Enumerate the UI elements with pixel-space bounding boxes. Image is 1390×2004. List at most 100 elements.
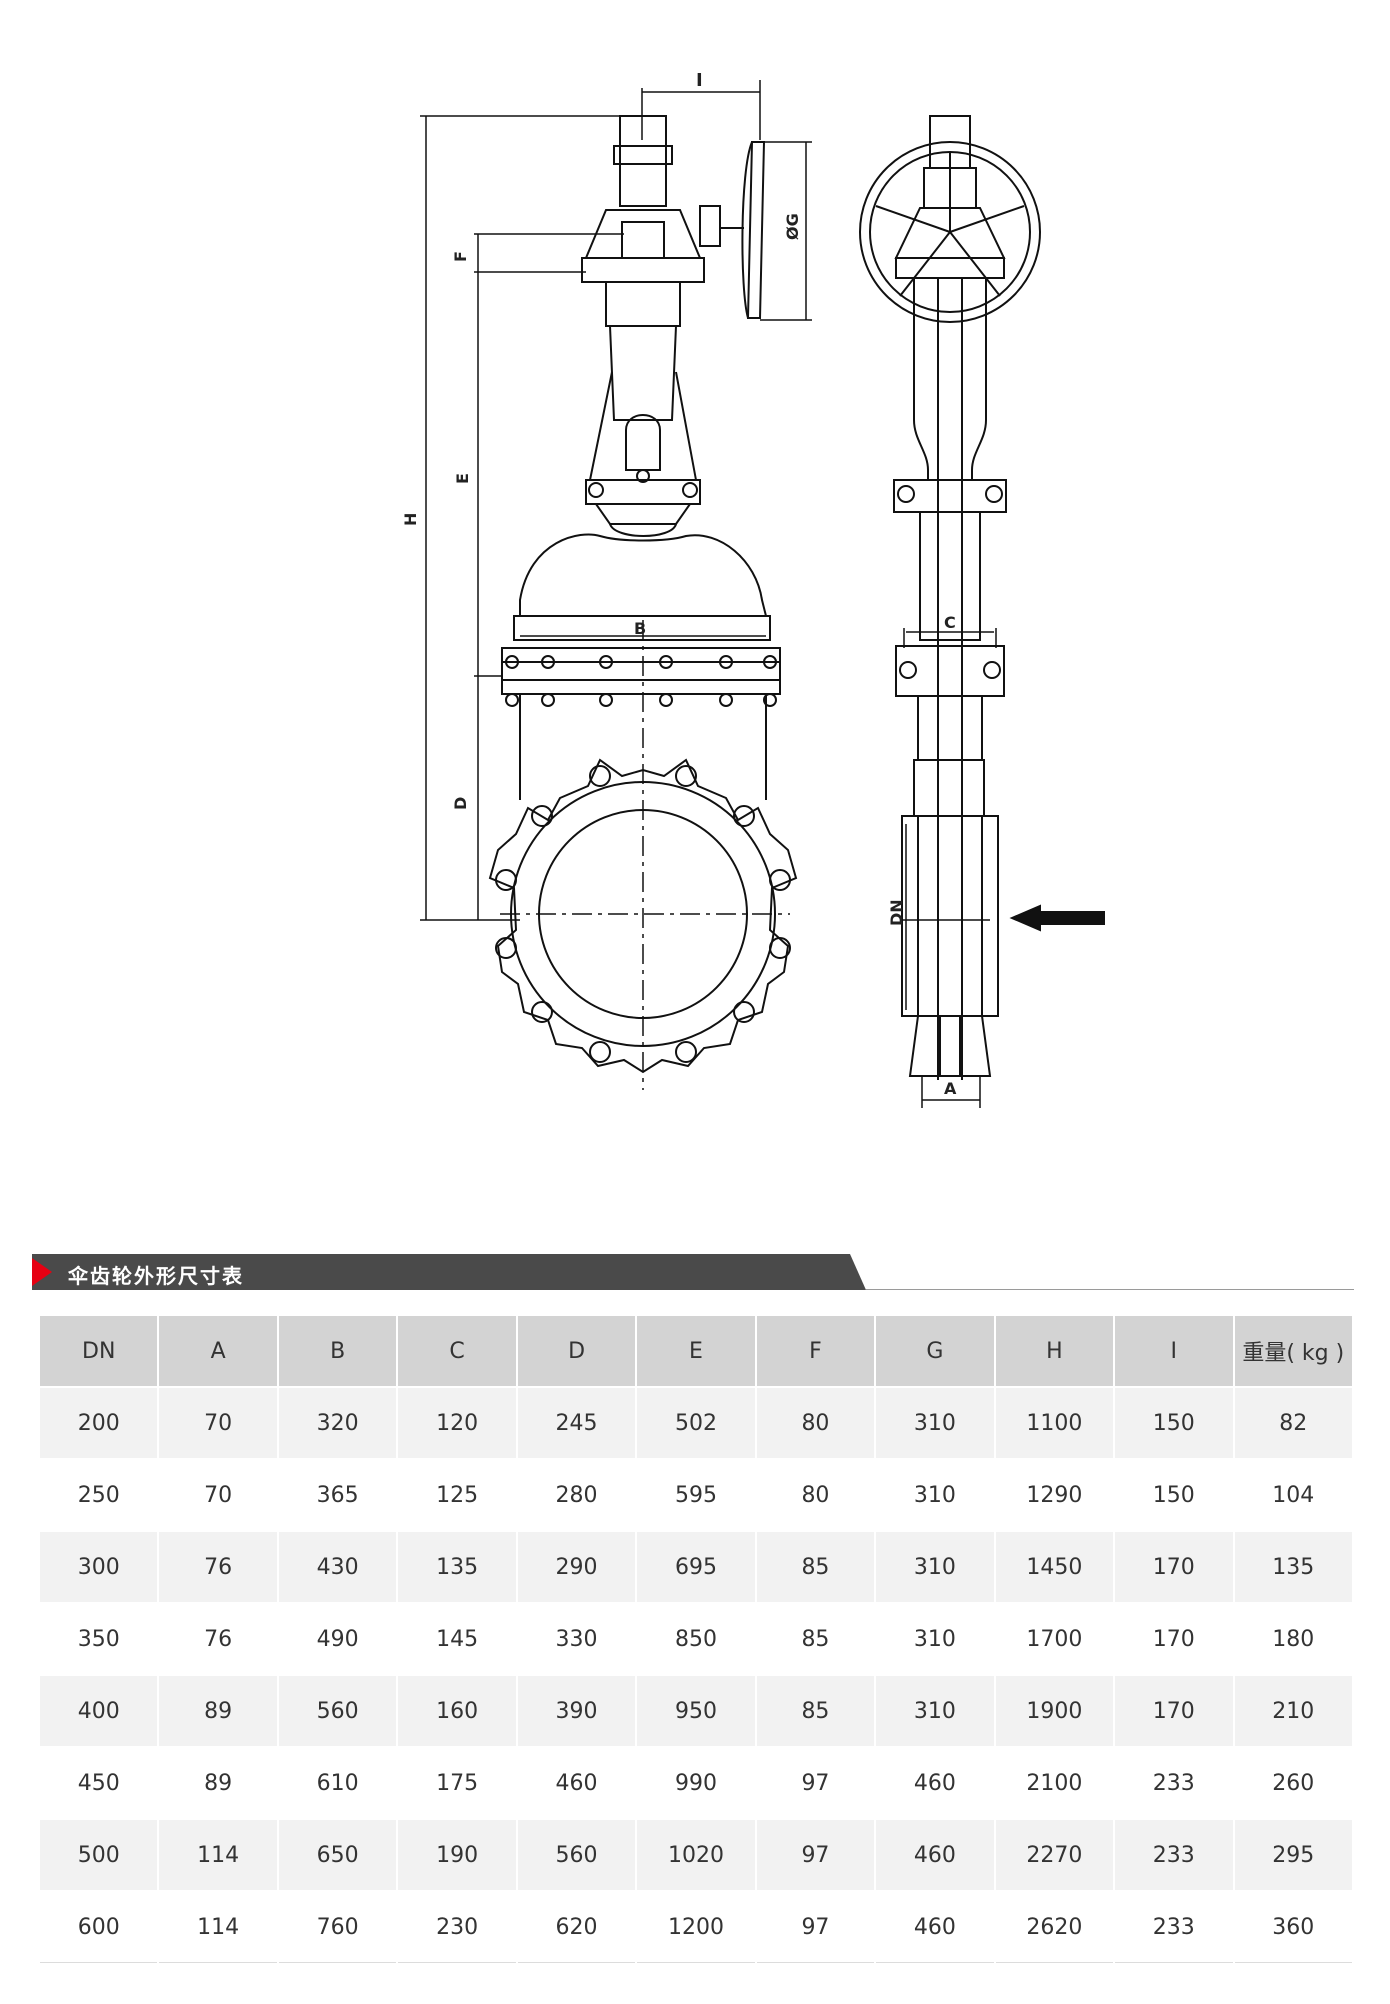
table-cell: 104	[1234, 1460, 1352, 1532]
table-cell: 310	[876, 1604, 994, 1676]
column-header: F	[756, 1316, 875, 1388]
table-cell: 125	[398, 1460, 516, 1532]
table-cell: 2270	[995, 1820, 1114, 1892]
table-cell: 200	[40, 1388, 158, 1460]
table-cell: 170	[1115, 1604, 1233, 1676]
table-cell: 70	[159, 1388, 277, 1460]
table-cell: 300	[40, 1532, 158, 1604]
table-cell: 245	[517, 1388, 636, 1460]
table-cell: 500	[40, 1820, 158, 1892]
table-cell: 610	[278, 1748, 397, 1820]
table-cell: 990	[637, 1748, 755, 1820]
table-cell: 460	[876, 1820, 994, 1892]
table-cell: 620	[517, 1892, 636, 1963]
section-rule	[866, 1289, 1354, 1290]
table-cell: 85	[756, 1676, 875, 1748]
table-cell: 950	[637, 1676, 755, 1748]
table-cell: 1700	[995, 1604, 1114, 1676]
table-cell: 365	[278, 1460, 397, 1532]
column-header: I	[1115, 1316, 1233, 1388]
table-cell: 80	[756, 1388, 875, 1460]
table-cell: 150	[1115, 1388, 1233, 1460]
table-cell: 320	[278, 1388, 397, 1460]
table-cell: 310	[876, 1460, 994, 1532]
column-header: C	[398, 1316, 516, 1388]
table-cell: 310	[876, 1388, 994, 1460]
side-body	[901, 815, 999, 1017]
column-header: G	[876, 1316, 994, 1388]
table-cell: 2100	[995, 1748, 1114, 1820]
table-cell: 114	[159, 1892, 277, 1963]
table-cell: 1450	[995, 1532, 1114, 1604]
table-cell: 89	[159, 1748, 277, 1820]
dim-label-h: H	[401, 513, 420, 526]
table-cell: 1290	[995, 1460, 1114, 1532]
table-cell: 170	[1115, 1532, 1233, 1604]
front-lug-body	[488, 758, 798, 1074]
table-cell: 560	[517, 1820, 636, 1892]
table-cell: 450	[40, 1748, 158, 1820]
table-cell: 295	[1234, 1820, 1352, 1892]
dim-label-dn: DN	[887, 899, 906, 926]
dim-label-d: D	[451, 797, 470, 810]
table-cell: 190	[398, 1820, 516, 1892]
table-cell: 135	[398, 1532, 516, 1604]
table-cell: 430	[278, 1532, 397, 1604]
section-title: 伞齿轮外形尺寸表	[68, 1264, 244, 1288]
table-cell: 390	[517, 1676, 636, 1748]
table-cell: 1020	[637, 1820, 755, 1892]
table-cell: 210	[1234, 1676, 1352, 1748]
table-cell: 233	[1115, 1892, 1233, 1963]
section-header-bar	[32, 1254, 866, 1290]
table-cell: 82	[1234, 1388, 1352, 1460]
front-flange	[501, 647, 781, 695]
table-cell: 97	[756, 1892, 875, 1963]
valve-technical-drawing: I ØG F E H B C D DN A	[401, 70, 1105, 1108]
dim-label-i: I	[696, 70, 703, 91]
section-header: 伞齿轮外形尺寸表	[32, 1254, 1354, 1294]
front-column	[605, 281, 681, 327]
front-stem-top	[619, 115, 667, 207]
table-cell: 230	[398, 1892, 516, 1963]
dim-label-f: F	[451, 251, 470, 262]
table-cell: 460	[876, 1748, 994, 1820]
table-cell: 160	[398, 1676, 516, 1748]
table-cell: 175	[398, 1748, 516, 1820]
table-cell: 97	[756, 1820, 875, 1892]
table-cell: 460	[517, 1748, 636, 1820]
table-cell: 330	[517, 1604, 636, 1676]
table-cell: 114	[159, 1820, 277, 1892]
table-cell: 360	[1234, 1892, 1352, 1963]
table-cell: 695	[637, 1532, 755, 1604]
column-header: 重量( kg )	[1234, 1316, 1352, 1388]
table-cell: 560	[278, 1676, 397, 1748]
table-cell: 650	[278, 1820, 397, 1892]
column-header: D	[517, 1316, 636, 1388]
dim-label-c: C	[944, 613, 956, 632]
table-cell: 85	[756, 1532, 875, 1604]
table-cell: 1100	[995, 1388, 1114, 1460]
table-cell: 250	[40, 1460, 158, 1532]
table-cell: 310	[876, 1676, 994, 1748]
table-cell: 460	[876, 1892, 994, 1963]
table-cell: 350	[40, 1604, 158, 1676]
table-cell: 260	[1234, 1748, 1352, 1820]
section-marker-icon	[32, 1258, 52, 1286]
dim-label-a: A	[944, 1079, 957, 1098]
column-header: A	[159, 1316, 277, 1388]
column-header: DN	[40, 1316, 158, 1388]
table-cell: 233	[1115, 1820, 1233, 1892]
flow-arrow-icon	[1009, 904, 1041, 932]
table-cell: 150	[1115, 1460, 1233, 1532]
table-cell: 290	[517, 1532, 636, 1604]
table-cell: 145	[398, 1604, 516, 1676]
side-flange	[895, 645, 1005, 697]
